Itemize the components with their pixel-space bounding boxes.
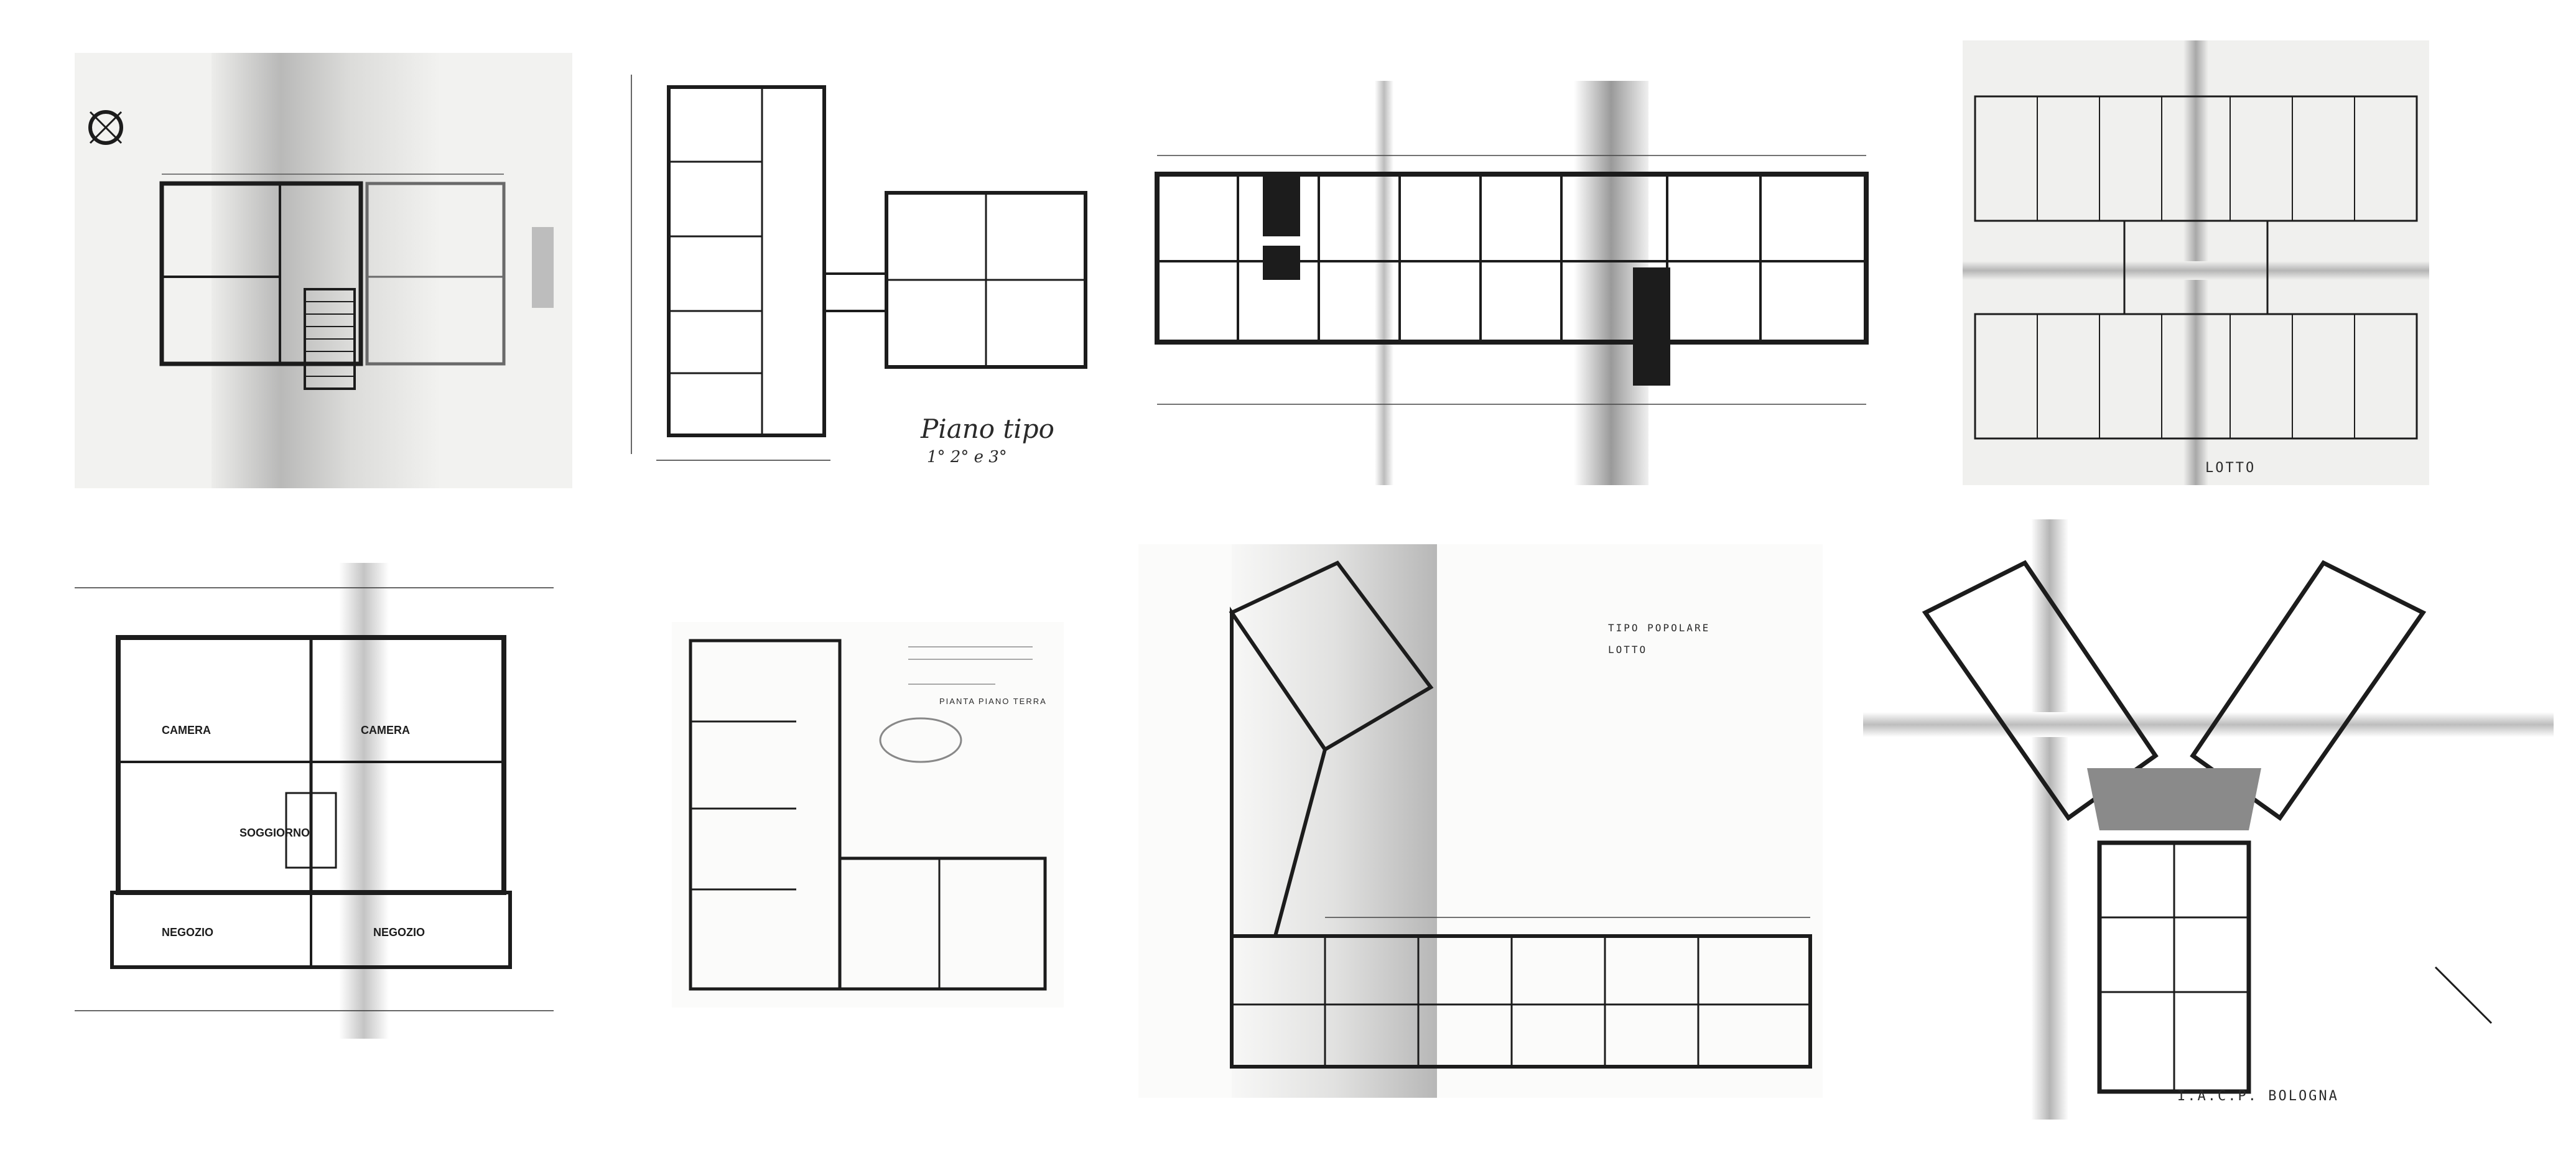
- sheet-title: Piano tipo: [921, 414, 1054, 444]
- room-label-soggiorno: SOGGIORNO: [239, 827, 310, 839]
- plan-drawing: [689, 639, 1047, 991]
- floor-plan-sheet-8: I.A.C.P. BOLOGNA: [1863, 519, 2554, 1120]
- title-block: I.A.C.P. BOLOGNA: [2177, 1088, 2339, 1104]
- plan-drawing: [631, 75, 1087, 461]
- floor-plan-sheet-3: [1138, 81, 1891, 485]
- room-label-camera: CAMERA: [162, 724, 211, 736]
- plan-drawing: [1922, 560, 2493, 1094]
- plan-drawing: [1974, 95, 2418, 440]
- floor-plan-sheet-4: LOTTO: [1963, 40, 2429, 485]
- fold-shadow: [1232, 544, 1437, 1098]
- title-block: TIPO POPOLARE: [1608, 622, 1711, 634]
- floor-plan-sheet-7: TIPO POPOLARE LOTTO: [1138, 544, 1823, 1098]
- title-block-lot: LOTTO: [1608, 644, 1648, 656]
- floor-plan-sheet-6: PIANTA PIANO TERRA: [672, 622, 1064, 1008]
- plan-drawing: CAMERA CAMERA SOGGIORNO NEGOZIO NEGOZIO: [75, 587, 554, 1011]
- plan-drawing: [88, 110, 554, 390]
- floor-plan-sheet-1: [75, 53, 572, 488]
- fold-shadow: [212, 53, 442, 488]
- sheet-title: PIANTA PIANO TERRA: [939, 697, 1047, 706]
- sheet-lot-label: LOTTO: [2205, 460, 2256, 476]
- floor-plan-sheet-2: Piano tipo 1° 2° e 3°: [619, 50, 1117, 485]
- room-label-camera: CAMERA: [361, 724, 410, 736]
- fold-shadow: [1375, 81, 1393, 485]
- room-label-negozio: NEGOZIO: [162, 926, 213, 939]
- room-label-negozio: NEGOZIO: [373, 926, 425, 939]
- fold-shadow: [339, 563, 389, 1039]
- plan-drawing: [1155, 155, 1869, 405]
- floor-plan-sheet-5: CAMERA CAMERA SOGGIORNO NEGOZIO NEGOZIO: [37, 563, 597, 1039]
- plan-drawing: [1229, 560, 1812, 1069]
- fold-shadow-horizontal: [1963, 261, 2429, 280]
- sheet-subtitle: 1° 2° e 3°: [927, 448, 1007, 466]
